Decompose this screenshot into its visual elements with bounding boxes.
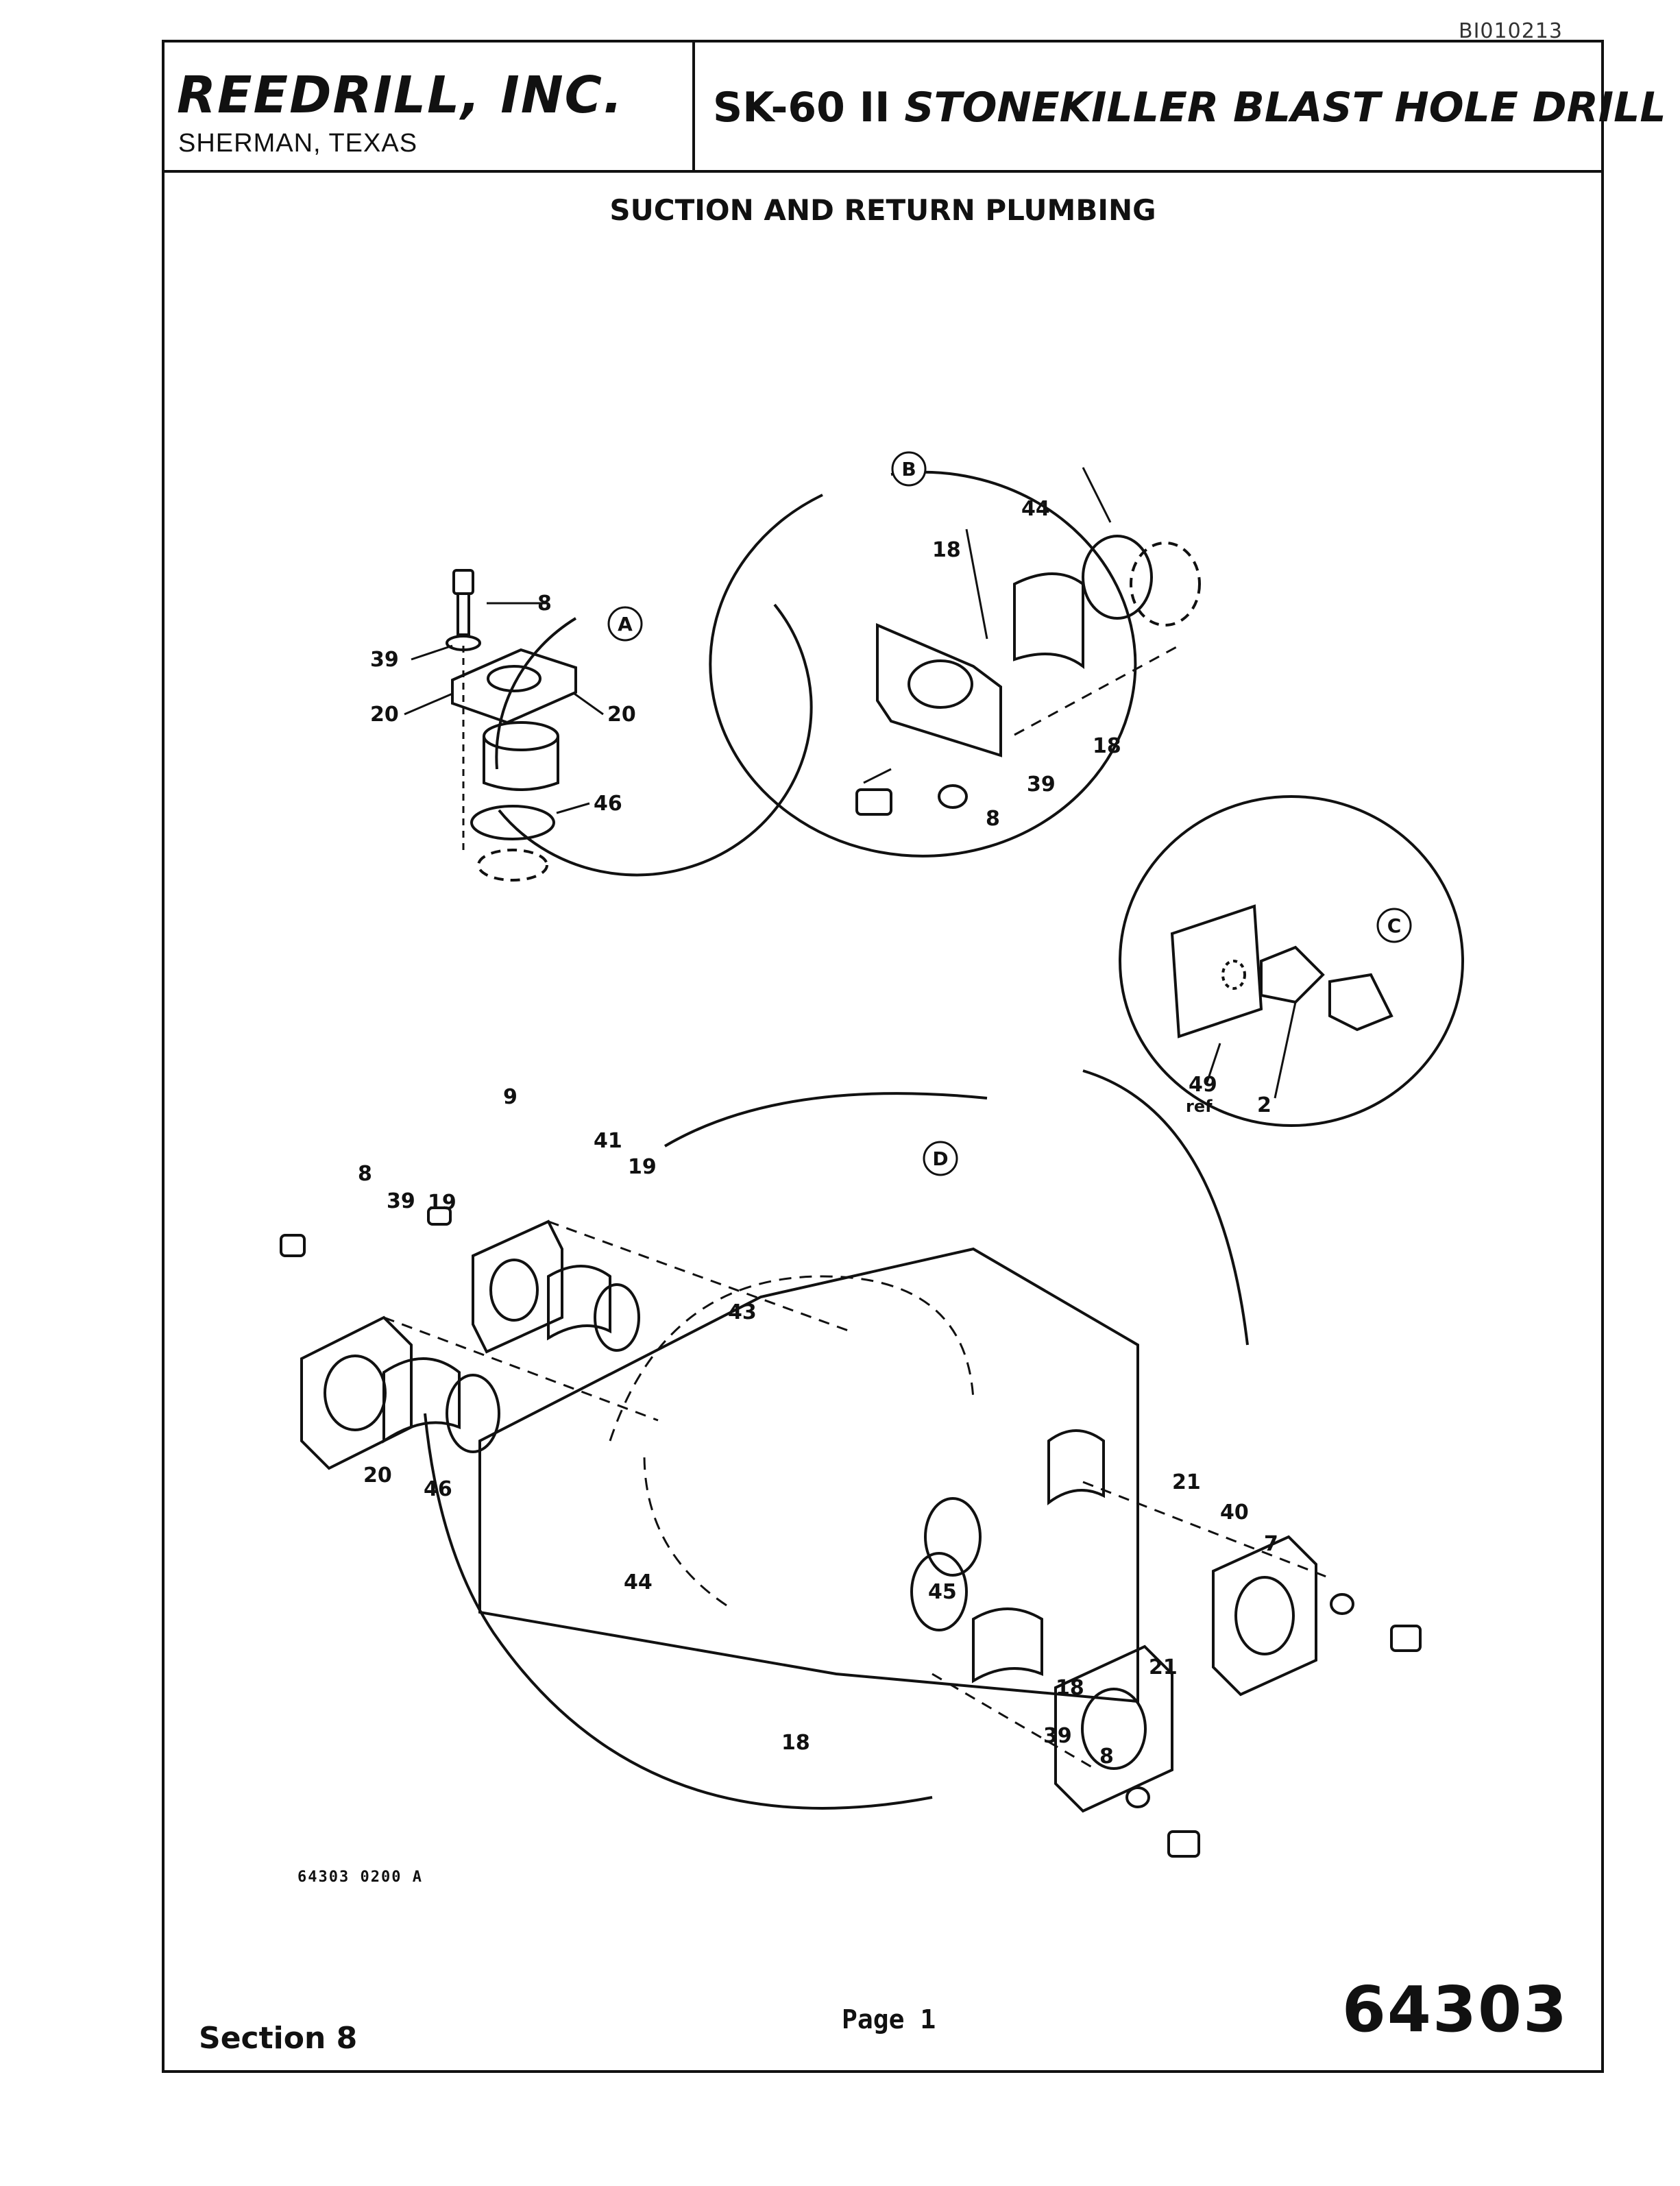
callout-d-8-top: 8 xyxy=(358,1162,372,1186)
header-divider xyxy=(692,42,695,173)
machine-name: STONEKILLER BLAST HOLE DRILL xyxy=(904,84,1666,132)
callout-a-39: 39 xyxy=(370,648,399,672)
callout-d-43: 43 xyxy=(728,1300,757,1324)
callout-b-8: 8 xyxy=(986,807,1000,831)
detail-c-marker: C xyxy=(1387,914,1402,937)
page-frame: REEDRILL, INC. SHERMAN, TEXAS SK-60 II S… xyxy=(162,40,1666,2073)
drawing-number: 64303 0200 A xyxy=(297,1869,423,1886)
callout-a-8: 8 xyxy=(537,592,552,616)
callout-d-40: 40 xyxy=(1220,1501,1249,1525)
callout-a-20-right: 20 xyxy=(607,703,636,727)
callout-b-18-top: 18 xyxy=(932,538,961,562)
detail-d-group xyxy=(280,1069,1422,1858)
detail-d-marker: D xyxy=(932,1147,948,1170)
callout-c-ref: ref xyxy=(1186,1097,1213,1116)
callout-d-39-bottom: 39 xyxy=(1043,1724,1072,1748)
callout-d-20: 20 xyxy=(363,1464,392,1487)
callout-d-19-left: 19 xyxy=(428,1191,456,1215)
callout-a-46: 46 xyxy=(594,792,622,816)
callout-a-20-left: 20 xyxy=(370,703,399,727)
callout-d-18-left: 18 xyxy=(781,1731,810,1755)
title-block: REEDRILL, INC. SHERMAN, TEXAS SK-60 II S… xyxy=(165,42,1666,173)
detail-b-group xyxy=(709,467,1201,858)
callout-c-2: 2 xyxy=(1257,1093,1271,1117)
callout-d-41: 41 xyxy=(594,1129,622,1153)
callout-b-39: 39 xyxy=(1027,773,1056,797)
parts-diagram: A B C D 8 39 20 20 46 44 18 18 39 8 49 r… xyxy=(280,451,1464,1858)
detail-b-marker: B xyxy=(901,458,916,481)
detail-a-group xyxy=(404,569,813,882)
callout-d-46: 46 xyxy=(424,1477,452,1501)
callout-d-9: 9 xyxy=(503,1085,518,1109)
callout-d-39-top: 39 xyxy=(387,1189,415,1213)
callout-d-19-right: 19 xyxy=(628,1155,657,1179)
section-title: SUCTION AND RETURN PLUMBING xyxy=(609,193,1156,227)
callout-d-21-top: 21 xyxy=(1172,1470,1201,1494)
callout-c-49: 49 xyxy=(1189,1073,1217,1097)
callout-d-8-bottom: 8 xyxy=(1099,1745,1114,1769)
page-label: Page 1 xyxy=(842,2004,936,2035)
page-number: 64303 xyxy=(1341,1973,1568,2046)
detail-markers xyxy=(607,451,1412,1176)
callout-d-44: 44 xyxy=(624,1570,653,1594)
document-id: BI010213 xyxy=(1459,19,1563,43)
callout-d-45: 45 xyxy=(928,1580,957,1604)
machine-title: SK-60 II STONEKILLER BLAST HOLE DRILL xyxy=(713,84,1666,132)
detail-c-group xyxy=(1119,795,1464,1127)
section-label: Section 8 xyxy=(199,2021,358,2056)
detail-a-marker: A xyxy=(618,613,633,635)
machine-model: SK-60 II xyxy=(713,84,890,132)
callout-d-7: 7 xyxy=(1264,1532,1278,1556)
callout-b-18-bottom: 18 xyxy=(1093,734,1121,758)
callout-d-21-bottom: 21 xyxy=(1149,1655,1178,1679)
callout-b-44: 44 xyxy=(1021,497,1050,521)
company-name: REEDRILL, INC. xyxy=(177,66,624,125)
company-location: SHERMAN, TEXAS xyxy=(178,129,418,158)
callout-d-18-right: 18 xyxy=(1056,1676,1084,1700)
